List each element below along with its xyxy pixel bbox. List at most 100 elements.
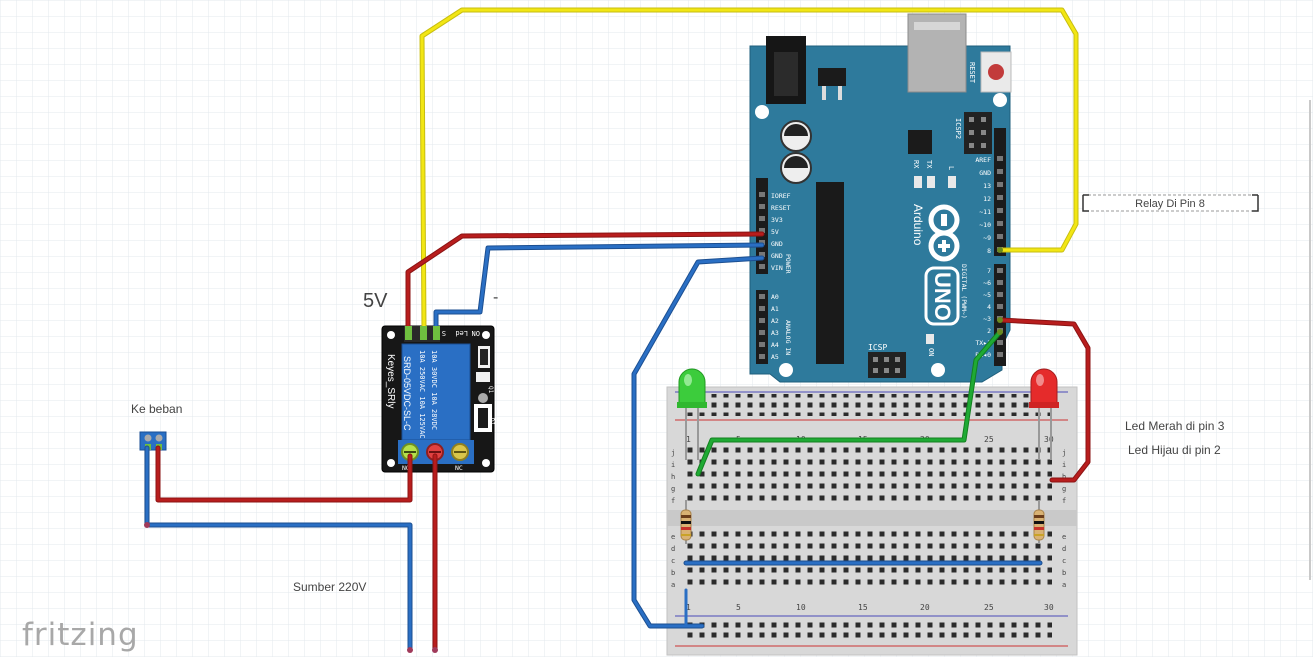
relay-pin-led-label: Led [455,329,468,337]
bb-col-20-b: 20 [920,603,930,612]
terminal-strip-top[interactable] [682,446,1052,506]
bb-row-a: a [671,581,675,589]
bb-row-c-r: c [1062,557,1066,565]
on-led-label: ON [927,348,935,356]
label-led-merah: Led Merah di pin 3 [1125,419,1225,433]
resistor-red-led[interactable] [1033,500,1045,544]
bb-row-i: i [671,461,675,469]
bb-row-g-r: g [1062,485,1066,493]
bb-col-30-b: 30 [1044,603,1054,612]
relay-rating-2: 10A 30VDC 10A 28VDC [430,350,438,430]
icsp-label: ICSP [868,343,887,352]
label-relay-pin8: Relay Di Pin 8 [1135,198,1205,210]
pin-a3: A3 [771,329,779,337]
pin-4: 4 [987,303,991,311]
bb-row-f: f [671,497,675,505]
pin-a5: A5 [771,353,779,361]
pin-3v3: 3V3 [771,216,783,224]
pin-a1: A1 [771,305,779,313]
reset-label: RESET [968,62,976,84]
usb-chip [908,130,932,154]
relay-module[interactable]: ON Led S SRD-05VDC-SL-C 10A 250VAC 10A 1… [381,325,495,473]
digital-section-label: DIGITAL (PWM~) [960,264,968,319]
pin-2: 2 [987,327,991,335]
bb-col-5-b: 5 [736,603,741,612]
pin-gnd-2: GND [771,252,783,260]
icsp2-header [964,112,992,154]
relay-note-box[interactable]: Relay Di Pin 8 [1082,194,1259,212]
digital-header-low[interactable] [994,264,1006,366]
bb-col-10-b: 10 [796,603,806,612]
top-power-rail[interactable] [682,394,1052,416]
rx-led-label: RX [912,160,920,169]
bb-col-1: 1 [686,435,691,444]
mounting-hole [993,93,1007,107]
relay-q1-label: Q1 [487,386,494,394]
load-terminal[interactable] [139,431,167,451]
bb-col-15-b: 15 [858,603,868,612]
bb-col-25: 25 [984,435,994,444]
pin-ioref: IOREF [771,192,791,200]
l-led-label: L [947,166,955,170]
red-led[interactable] [1029,368,1059,460]
pin-5: ~5 [983,291,991,299]
label-sumber-220v: Sumber 220V [293,580,366,594]
pin-aref: AREF [975,156,991,164]
bb-row-b-r: b [1062,569,1066,577]
bottom-power-rail[interactable] [682,618,1052,640]
tx-led-label: TX [925,160,933,169]
power-header[interactable] [756,178,768,274]
pin-12: 12 [983,195,991,203]
arduino-brand: Arduino [911,204,925,246]
breadboard[interactable]: 1 5 10 15 20 25 30 1 5 10 15 20 25 30 j … [666,386,1078,656]
bb-row-j: j [671,449,675,457]
pin-5v: 5V [771,228,779,236]
relay-pin-s-label: S [442,329,446,337]
bb-row-c: c [671,557,675,565]
bb-row-h: h [671,473,675,481]
relay-header-pins [405,326,440,340]
uno-badge [924,266,960,326]
analog-section-label: ANALOG IN [784,320,792,355]
relay-cube [401,343,471,441]
wire-endpoints [144,247,1003,653]
fritzing-watermark: fritzing [22,617,139,653]
bb-col-30: 30 [1044,435,1054,444]
bb-row-g: g [671,485,675,493]
relay-rating-1: 10A 250VAC 10A 125VAC [418,350,426,439]
label-minus: - [493,289,498,306]
center-channel [667,510,1077,526]
bb-row-b: b [671,569,675,577]
icsp2-label: ICSP2 [954,118,962,139]
bb-col-25-b: 25 [984,603,994,612]
label-led-hijau: Led Hijau di pin 2 [1128,443,1221,457]
label-ke-beban: Ke beban [131,402,182,416]
bb-row-e: e [671,533,675,541]
pin-6: ~6 [983,279,991,287]
terminal-no-label: NO [402,464,410,472]
mounting-hole [779,363,793,377]
power-section-label: POWER [784,254,792,274]
mounting-hole [931,363,945,377]
atmega-chip [816,182,844,364]
bb-row-h-r: h [1062,473,1066,481]
pin-a0: A0 [771,293,779,301]
green-led[interactable] [677,368,707,460]
voltage-regulator [818,68,846,86]
analog-header[interactable] [756,290,768,364]
relay-d1-label: D1 [488,418,495,426]
bb-row-a-r: a [1062,581,1066,589]
arduino-logo-icon [928,204,960,262]
pin-11: ~11 [979,208,991,216]
bb-row-j-r: j [1062,449,1066,457]
arduino-uno-board[interactable]: RESET ICSP2 RX TX L ICSP ON Arduino [749,13,1012,383]
pin-a4: A4 [771,341,779,349]
bb-row-d-r: d [1062,545,1066,553]
terminal-strip-bottom[interactable] [682,530,1052,590]
pin-13: 13 [983,182,991,190]
pin-9: ~9 [983,234,991,242]
pin-reset: RESET [771,204,791,212]
pin-vin: VIN [771,264,783,272]
resistor-green-led[interactable] [680,500,692,544]
